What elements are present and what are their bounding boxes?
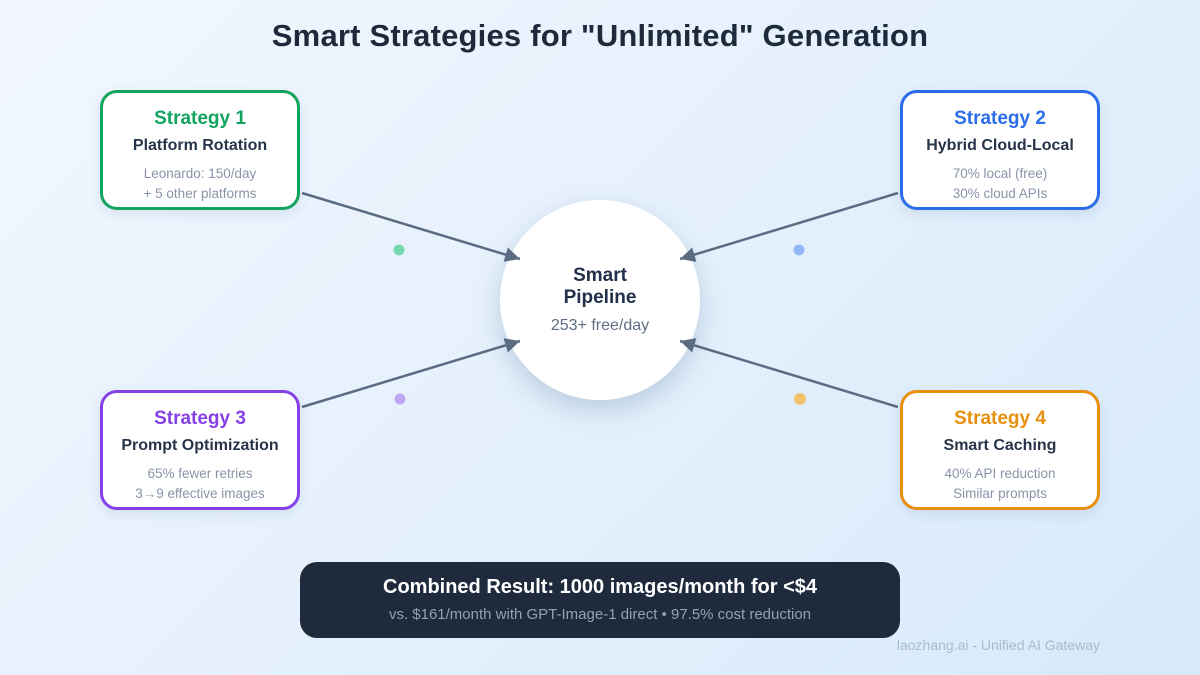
arrow-strategy1-to-pipeline-icon — [301, 191, 521, 262]
strategy-card-3: Strategy 3 Prompt Optimization 65% fewer… — [100, 390, 300, 510]
strategy-4-detail-2: Similar prompts — [953, 486, 1047, 501]
strategy-3-detail-1: 65% fewer retries — [147, 466, 253, 481]
strategy-2-name: Hybrid Cloud-Local — [926, 137, 1074, 154]
smart-pipeline-node: Smart Pipeline 253+ free/day — [500, 200, 700, 400]
pipeline-subtitle: 253+ free/day — [550, 317, 650, 334]
strategy-2-detail-1: 70% local (free) — [952, 166, 1048, 181]
strategy-1-name: Platform Rotation — [132, 137, 268, 154]
strategy-2-detail-2: 30% cloud APIs — [952, 186, 1048, 201]
strategy-1-detail-2: + 5 other platforms — [143, 186, 257, 201]
strategy-card-2: Strategy 2 Hybrid Cloud-Local 70% local … — [900, 90, 1100, 210]
combined-result-banner: Combined Result: 1000 images/month for <… — [300, 562, 900, 638]
strategy-3-label: Strategy 3 — [154, 408, 246, 429]
watermark-text: laozhang.ai - Unified AI Gateway — [896, 637, 1100, 653]
connector-dot-strategy3-icon — [394, 393, 406, 405]
strategy-3-name: Prompt Optimization — [121, 437, 279, 454]
connector-dot-strategy4-icon — [794, 393, 806, 405]
page-title: Smart Strategies for "Unlimited" Generat… — [271, 18, 929, 53]
strategy-2-label: Strategy 2 — [954, 108, 1046, 129]
arrow-strategy4-to-pipeline-icon — [679, 338, 899, 409]
strategy-4-name: Smart Caching — [943, 437, 1057, 454]
connector-dot-strategy1-icon — [393, 244, 405, 256]
result-subline: vs. $161/month with GPT-Image-1 direct •… — [388, 606, 812, 623]
strategy-4-detail-1: 40% API reduction — [944, 466, 1056, 481]
pipeline-title-line2: Pipeline — [563, 287, 637, 308]
arrow-strategy2-to-pipeline-icon — [679, 191, 899, 262]
strategy-4-label: Strategy 4 — [954, 408, 1046, 429]
pipeline-title-line1: Smart — [573, 265, 627, 286]
strategy-1-detail-1: Leonardo: 150/day — [143, 166, 257, 181]
result-headline: Combined Result: 1000 images/month for <… — [383, 576, 817, 598]
strategy-card-4: Strategy 4 Smart Caching 40% API reducti… — [900, 390, 1100, 510]
arrow-strategy3-to-pipeline-icon — [301, 338, 521, 409]
strategy-3-detail-2: 3→9 effective images — [135, 486, 265, 501]
strategy-card-1: Strategy 1 Platform Rotation Leonardo: 1… — [100, 90, 300, 210]
connector-dot-strategy2-icon — [793, 244, 805, 256]
strategy-1-label: Strategy 1 — [154, 108, 246, 129]
